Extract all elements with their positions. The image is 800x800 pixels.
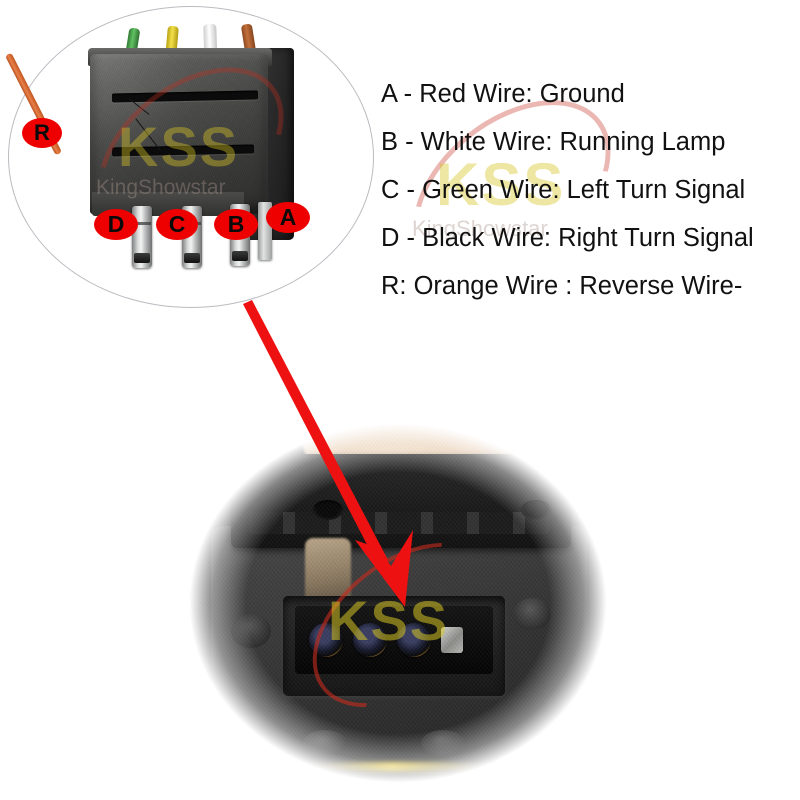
legend-line-r: R: Orange Wire : Reverse Wire- — [381, 272, 743, 300]
housing-bump-2 — [513, 598, 551, 630]
connector-photo: KSS KingShowstar R D C B A — [4, 6, 374, 308]
vehicle-socket-photo: KSS — [183, 418, 613, 788]
socket-terminal-3 — [397, 623, 431, 657]
yellow-edge-highlight — [301, 762, 501, 772]
photo-texture — [183, 418, 613, 788]
connector-pin-d — [132, 206, 152, 268]
connector-inset: KSS KingShowstar R D C B A — [4, 6, 374, 308]
socket-terminal-2 — [353, 623, 387, 657]
socket-port-inner — [295, 606, 493, 674]
connector-body — [90, 54, 268, 214]
badge-a: A — [266, 202, 310, 233]
legend-line-b: B - White Wire: Running Lamp — [381, 128, 726, 156]
housing-bump-4 — [421, 730, 465, 756]
housing-bump-3 — [303, 730, 347, 756]
legend-line-a: A - Red Wire: Ground — [381, 80, 625, 108]
badge-c: C — [156, 209, 198, 240]
socket-port-frame — [283, 596, 505, 696]
wire-legend: A - Red Wire: Ground B - White Wire: Run… — [381, 70, 796, 310]
badge-d: D — [94, 209, 138, 240]
screw-hole-right — [521, 500, 551, 520]
badge-b: B — [214, 209, 258, 240]
housing-bump-1 — [231, 614, 271, 648]
legend-line-c: C - Green Wire: Left Turn Signal — [381, 176, 746, 204]
socket-terminal-1 — [309, 623, 343, 657]
badge-r: R — [22, 118, 62, 148]
socket-terminal-blade — [441, 627, 463, 653]
legend-line-d: D - Black Wire: Right Turn Signal — [381, 224, 754, 252]
